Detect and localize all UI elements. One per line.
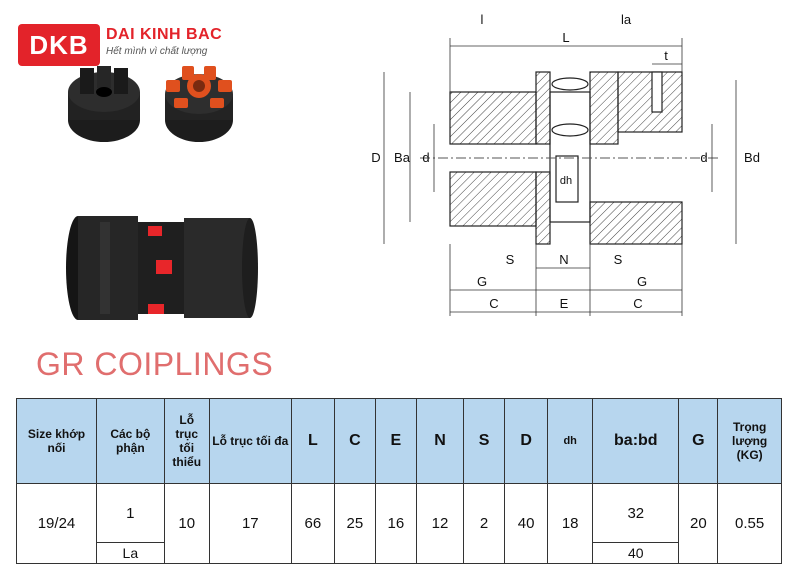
label-G2: G — [637, 274, 647, 289]
label-Bd: Bd — [744, 150, 760, 165]
cell-part2: La — [95, 542, 165, 564]
label-dh: dh — [560, 175, 572, 187]
cell-G: 20 — [678, 483, 719, 564]
label-N: N — [559, 252, 568, 267]
header-size: Size khớp nối — [16, 398, 97, 484]
header-D: D — [504, 398, 549, 484]
cell-D: 40 — [504, 483, 549, 564]
logo-mark: DKB — [18, 24, 100, 66]
label-E: E — [560, 296, 569, 311]
cell-size: 19/24 — [16, 483, 97, 564]
spider-insert-image — [165, 66, 233, 142]
cell-part1: 1 — [95, 483, 165, 543]
label-L: L — [562, 30, 569, 45]
label-d-left: d — [422, 150, 429, 165]
label-S2: S — [614, 252, 623, 267]
label-d-right: d — [700, 150, 707, 165]
header-E: E — [374, 398, 417, 484]
header-L: L — [290, 398, 335, 484]
label-l: l — [481, 12, 484, 27]
label-t: t — [664, 48, 668, 63]
assembled-coupling-image — [66, 216, 258, 320]
brand-logo: DKB DAI KINH BAC Hết mình vì chất lượng — [18, 24, 222, 66]
cell-N: 12 — [415, 483, 465, 564]
label-la: la — [621, 12, 632, 27]
cell-weight: 0.55 — [717, 483, 782, 564]
label-C2: C — [633, 296, 642, 311]
coupling-hub-image — [68, 66, 140, 142]
label-Ba: Ba — [394, 150, 411, 165]
header-dh: dh — [547, 398, 594, 484]
cell-C: 25 — [333, 483, 376, 564]
header-N: N — [415, 398, 465, 484]
label-G1: G — [477, 274, 487, 289]
cell-S: 2 — [463, 483, 506, 564]
cell-E: 16 — [374, 483, 417, 564]
brand-slogan: Hết mình vì chất lượng — [106, 46, 208, 57]
cell-max-bore: 17 — [208, 483, 292, 564]
cell-dh: 18 — [547, 483, 594, 564]
label-S1: S — [506, 252, 515, 267]
cell-L: 66 — [290, 483, 335, 564]
brand-name: DAI KINH BAC — [106, 26, 223, 43]
technical-drawing: l la L t D Ba d dh d Bd S N S G G C E C — [371, 12, 760, 316]
right-hub — [589, 71, 683, 245]
label-C1: C — [489, 296, 498, 311]
cell-babd1: 32 — [592, 483, 680, 543]
table-row: 19/24 1 10 17 66 25 16 12 2 40 18 32 20 … — [16, 483, 782, 564]
label-D: D — [371, 150, 380, 165]
left-hub — [449, 71, 551, 245]
spec-table: Size khớp nối Các bộ phận Lỗ trục tối th… — [16, 398, 782, 564]
header-min-bore: Lỗ trục tối thiểu — [163, 398, 210, 484]
table-header-row: Size khớp nối Các bộ phận Lỗ trục tối th… — [16, 398, 782, 484]
header-parts: Các bộ phận — [95, 398, 165, 484]
cell-babd2: 40 — [592, 542, 680, 564]
page-title: GR COIPLINGS — [36, 346, 274, 382]
header-G: G — [678, 398, 719, 484]
header-weight: Trọng lượng (KG) — [717, 398, 782, 484]
header-S: S — [463, 398, 506, 484]
header-babd: ba:bd — [592, 398, 680, 484]
header-C: C — [333, 398, 376, 484]
header-max-bore: Lỗ trục tối đa — [208, 398, 292, 484]
table-row: La 40 — [17, 542, 782, 564]
spider-section — [549, 77, 591, 223]
cell-min-bore: 10 — [163, 483, 210, 564]
logo-text: DAI KINH BAC Hết mình vì chất lượng — [106, 26, 222, 57]
